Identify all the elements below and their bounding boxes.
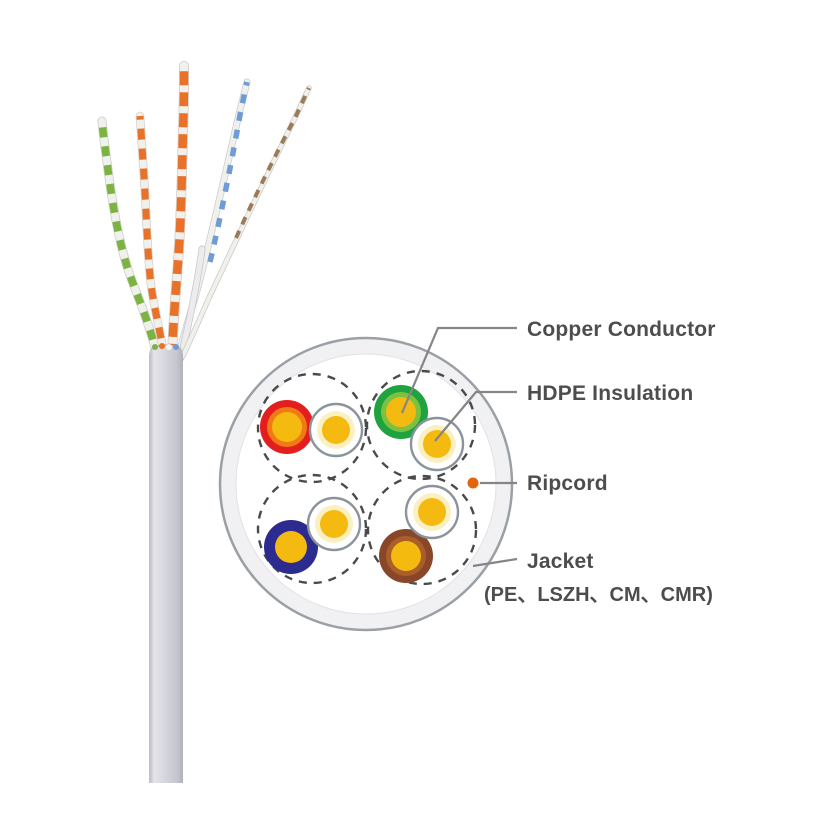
conductor-white-2	[409, 416, 465, 472]
wire-orange-strand	[136, 115, 169, 359]
wire-orange-strand	[167, 65, 189, 359]
pair-boundary-bottom-left	[256, 473, 368, 585]
conductor-red	[260, 400, 314, 454]
mouth-wire-blue	[173, 344, 179, 350]
conductor-brown	[379, 529, 433, 583]
callout-labels: Copper Conductor HDPE Insulation Ripcord…	[484, 318, 716, 606]
label-copper-conductor: Copper Conductor	[527, 318, 716, 341]
copper-core	[275, 531, 307, 563]
twisted-pair-orange-left	[135, 111, 170, 363]
twisted-pair-blue	[174, 78, 251, 362]
callout-line-copper-conductor	[400, 326, 517, 414]
mouth-wire-green	[152, 344, 158, 350]
conductor-white-4	[404, 484, 460, 540]
copper-core	[386, 397, 416, 427]
copper-core	[320, 510, 348, 538]
pair-boundary-bottom-right	[366, 474, 478, 586]
conductor-blue	[264, 520, 318, 574]
cable-jacket-shading	[149, 345, 183, 783]
ripcord-dot	[467, 477, 479, 489]
copper-core	[423, 430, 451, 458]
wire-green-strand	[98, 120, 162, 359]
pair-boundary-top-right	[365, 369, 477, 481]
twisted-pair-green	[97, 116, 163, 363]
mouth-wire-white	[166, 344, 172, 350]
wire-white-short-strand	[178, 246, 205, 361]
copper-core	[272, 412, 302, 442]
callout-line-hdpe-insulation	[434, 390, 517, 442]
conductor-white-3	[306, 496, 362, 552]
copper-core	[418, 498, 446, 526]
cable-jacket-body	[149, 343, 183, 783]
callout-lines	[400, 326, 518, 568]
copper-core	[391, 541, 421, 571]
label-ripcord: Ripcord	[527, 472, 608, 495]
wire-brown-strand	[234, 87, 311, 239]
label-hdpe-insulation: HDPE Insulation	[527, 382, 693, 405]
mouth-wire-orange	[159, 343, 165, 349]
twisted-pair-brown	[180, 85, 312, 359]
wire-white-strand	[181, 86, 311, 358]
conductor-green	[374, 385, 428, 439]
cross-section	[218, 336, 514, 632]
label-jacket-materials: (PE、LSZH、CM、CMR)	[484, 584, 713, 606]
twisted-pair-wires	[97, 61, 312, 363]
conductor-white-1	[308, 402, 364, 458]
copper-core	[322, 416, 350, 444]
twisted-pair-orange-center	[167, 61, 189, 363]
wire-blue-strand	[207, 81, 250, 263]
label-jacket: Jacket	[527, 550, 594, 573]
callout-line-jacket	[472, 557, 518, 568]
jacket-inner-area	[235, 353, 497, 615]
